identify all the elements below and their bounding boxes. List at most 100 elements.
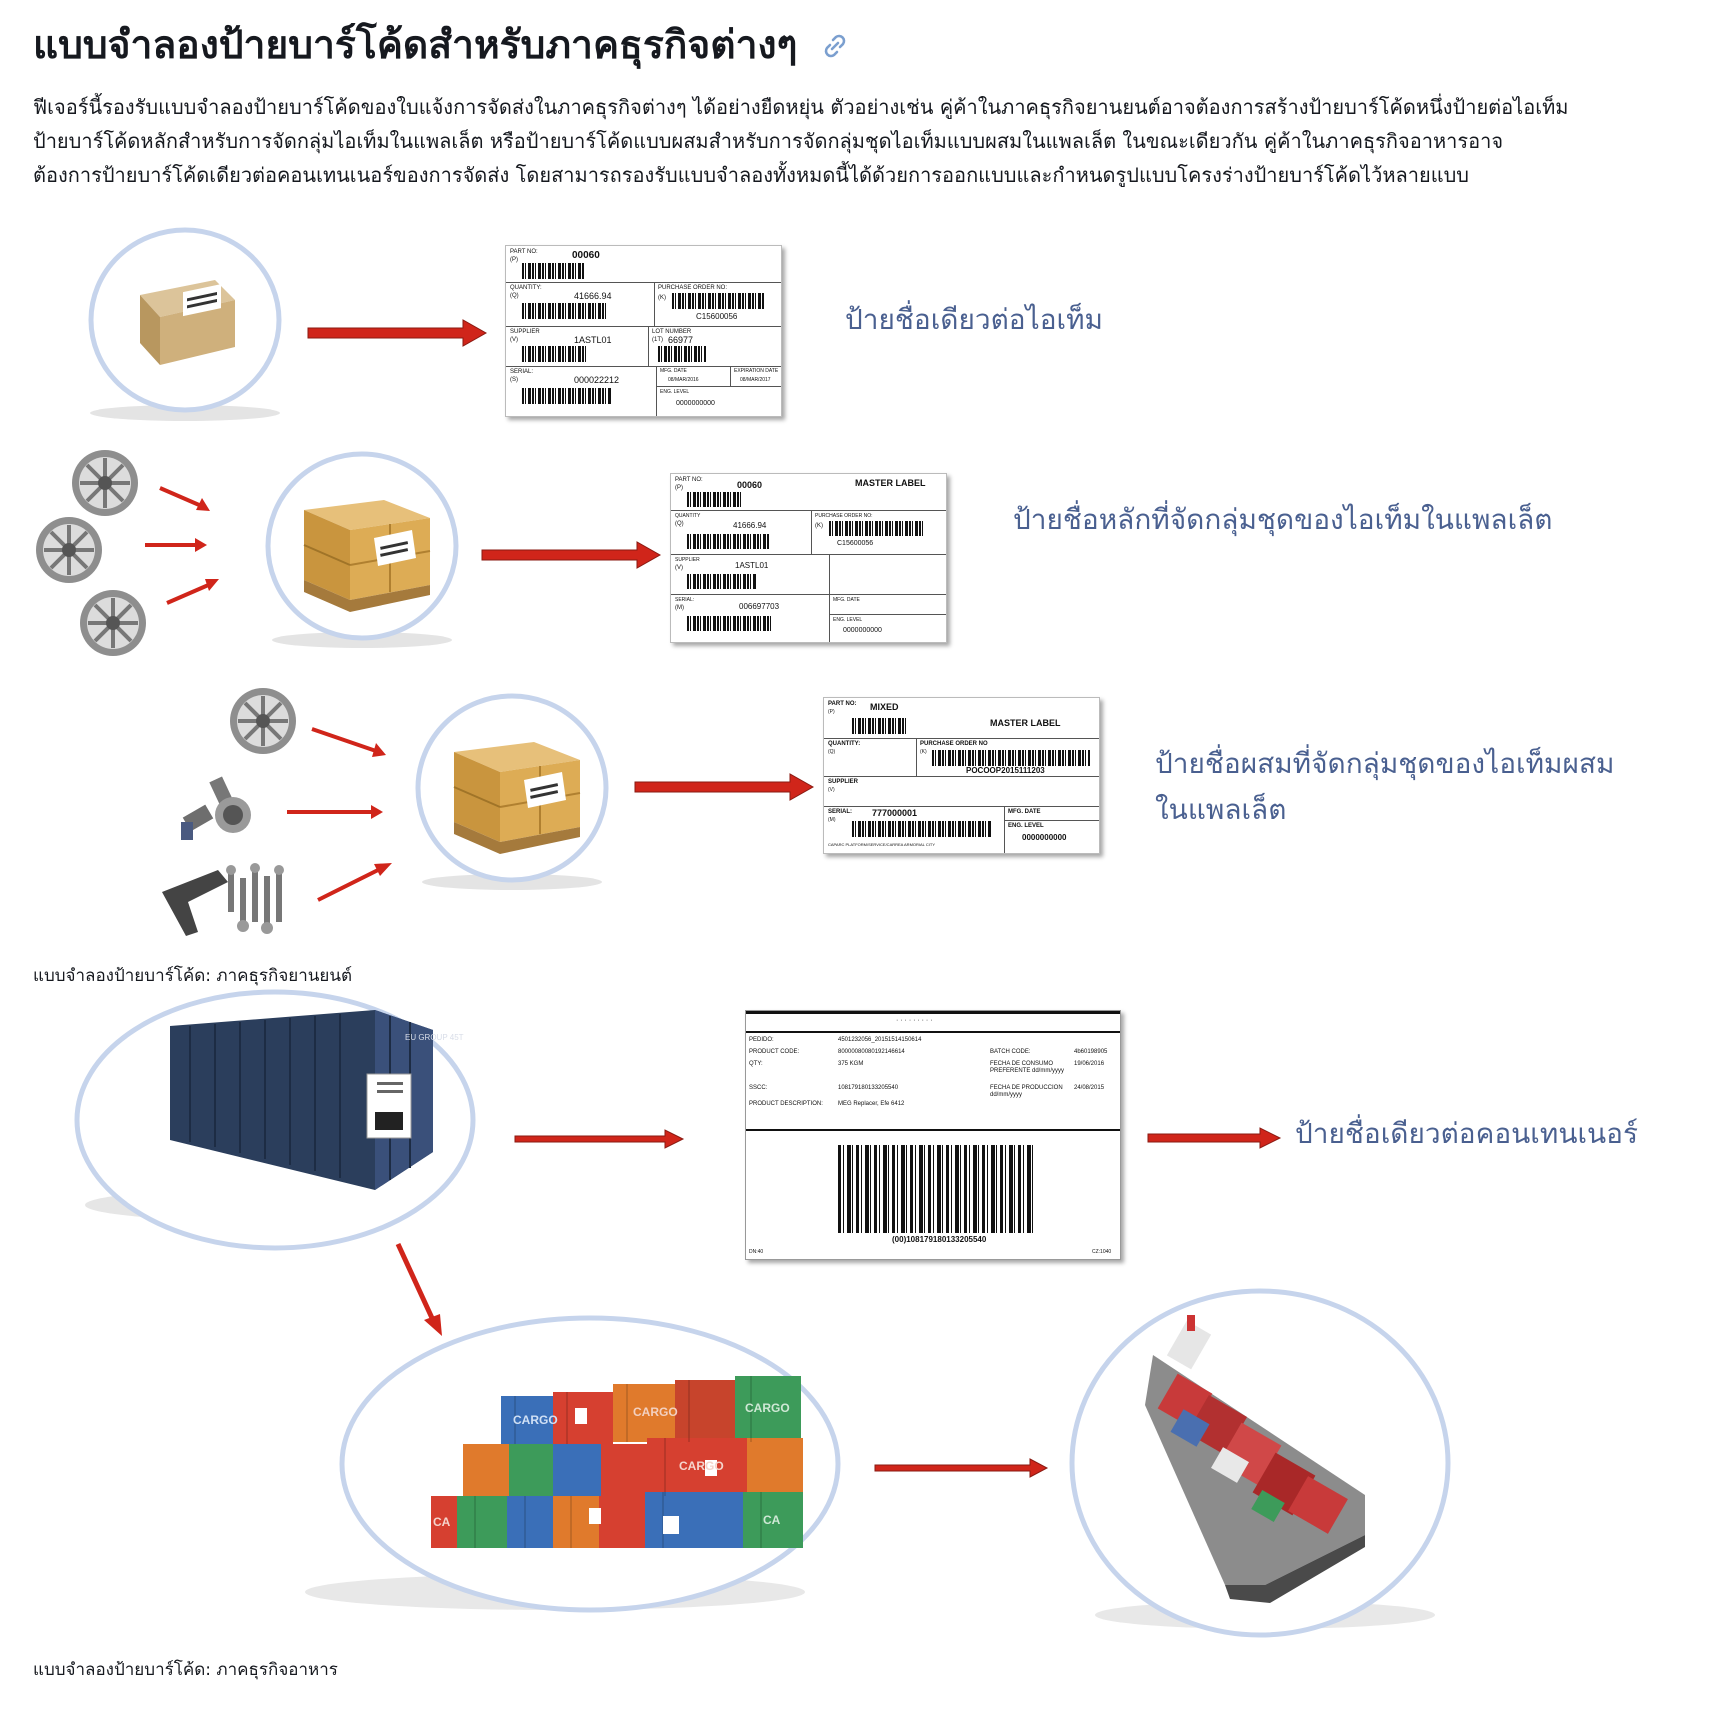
- small-arrow: [145, 538, 207, 552]
- label-field-header: PURCHASE ORDER NO:: [815, 513, 873, 519]
- barcode: [522, 303, 608, 319]
- label-part-no: MIXED: [870, 702, 899, 712]
- barcode: [932, 750, 1090, 766]
- row3-label-line1: ป้ายชื่อผสมที่จัดกลุ่มชุดของไอเท็มผสม: [1155, 747, 1615, 780]
- container-barcode-label: · · · · · · · · · PEDIDO: 4501232056_201…: [745, 1010, 1121, 1260]
- label-field-header: PURCHASE ORDER NO:: [658, 285, 728, 291]
- diagonal-arrow: [395, 1242, 442, 1336]
- barcode: [522, 388, 612, 404]
- pallet-boxes-circle: [415, 693, 609, 890]
- label-field-header: SERIAL:: [828, 809, 852, 815]
- label-field-qualifier: (K): [920, 749, 927, 755]
- small-arrow: [317, 863, 392, 902]
- intro-line-1: ฟีเจอร์นี้รองรับแบบจำลองป้ายบาร์โค้ดของใ…: [33, 95, 1569, 119]
- arrow: [514, 1129, 685, 1149]
- label-field-header: QTY:: [749, 1061, 763, 1067]
- item-box-circle: [88, 227, 282, 421]
- wheel-icon: [72, 450, 138, 516]
- wheel-icon: [36, 517, 102, 583]
- page-title-text: แบบจำลองป้ายบาร์โค้ดสำหรับภาคธุรกิจต่างๆ: [33, 23, 798, 68]
- label-exp-date: 08/MAR/2017: [740, 377, 771, 383]
- label-field-header: SERIAL:: [675, 597, 695, 603]
- label-barcode-text: (00)108179180133205540: [892, 1235, 987, 1244]
- label-field-header: MFG. DATE: [1008, 809, 1041, 815]
- label-field-header: SUPPLIER: [510, 329, 540, 335]
- label-field-qualifier: (P): [828, 709, 835, 715]
- label-eng-level: 0000000000: [676, 400, 715, 407]
- stack-text: CARGO: [745, 1401, 790, 1415]
- wheel-icon: [230, 688, 296, 754]
- label-field-header: PURCHASE ORDER NO: [920, 741, 988, 747]
- label-po-number: POCOOP2015111203: [966, 766, 1045, 775]
- label-eng-level: 0000000000: [843, 627, 882, 634]
- label-field-header: MFG. DATE: [660, 368, 687, 374]
- arrow: [874, 1458, 1049, 1478]
- label-field-qualifier: (P): [510, 257, 518, 263]
- label-field-header: PART NO:: [510, 249, 538, 255]
- wheel-icon: [80, 590, 146, 656]
- row3-label-line2: ในแพลเล็ต: [1155, 793, 1287, 826]
- auto-parts-icon: [162, 863, 284, 936]
- barcode: [672, 293, 764, 309]
- barcode: [838, 1145, 1034, 1233]
- label-field-qualifier: (M): [675, 605, 684, 611]
- label-quantity: 41666.94: [733, 521, 767, 530]
- label-field-header: QUANTITY:: [828, 741, 861, 747]
- stack-text: CARGO: [633, 1405, 678, 1419]
- intro-paragraph: ฟีเจอร์นี้รองรับแบบจำลองป้ายบาร์โค้ดของใ…: [33, 90, 1733, 192]
- arrow: [481, 541, 662, 569]
- label-po-number: C15600056: [696, 312, 738, 321]
- intro-line-3: ต้องการป้ายบาร์โค้ดเดียวต่อคอนเทนเนอร์ขอ…: [33, 163, 1469, 187]
- small-arrow: [311, 727, 386, 757]
- label-master-title: MASTER LABEL: [990, 718, 1061, 728]
- label-eng-level: 0000000000: [1022, 833, 1067, 842]
- label-field-header: PEDIDO:: [749, 1037, 774, 1043]
- barcode: [522, 263, 584, 279]
- stacked-containers-circle: CARGO CARGO CARGO CARGO CA CA: [305, 1315, 841, 1613]
- stack-text: CARGO: [679, 1459, 724, 1473]
- row2-label: ป้ายชื่อหลักที่จัดกลุ่มชุดของไอเท็มในแพล…: [1013, 503, 1553, 536]
- label-quantity: 375 KGM: [838, 1061, 864, 1067]
- barcode: [658, 346, 706, 362]
- label-top-code: · · · · · · · · ·: [896, 1017, 933, 1024]
- label-field-header: SSCC:: [749, 1085, 768, 1091]
- link-icon[interactable]: [821, 25, 849, 70]
- barcode: [829, 521, 923, 536]
- row1-label: ป้ายชื่อเดียวต่อไอเท็ม: [845, 303, 1103, 336]
- cargo-ship-circle: [1069, 1288, 1451, 1638]
- label-field-qualifier: (K): [658, 295, 666, 301]
- label-field-header: PRODUCT DESCRIPTION:: [749, 1101, 823, 1107]
- label-quantity: 41666.94: [574, 291, 612, 301]
- label-field-header: QUANTITY:: [510, 285, 542, 291]
- label-footer: CAPARC PLATFORM/SERVICE/CARREA ARMORIAL …: [828, 842, 935, 847]
- label-field-header: LOT NUMBER: [652, 329, 692, 335]
- label-batch: 4b60198905: [1074, 1049, 1108, 1055]
- label-field-header: QUANTITY: [675, 513, 701, 519]
- label-part-no: 00060: [737, 480, 763, 490]
- label-field-header: ENG. LEVEL: [1008, 823, 1044, 829]
- stack-text: CARGO: [513, 1413, 558, 1427]
- label-part-no: 00060: [572, 250, 600, 261]
- label-product-code: 80000080080192146614: [838, 1049, 905, 1055]
- barcode: [852, 718, 908, 734]
- label-field-qualifier: (V): [510, 337, 518, 343]
- label-consumo-date: 19/06/2016: [1074, 1061, 1105, 1067]
- label-foot-left: DN:40: [749, 1249, 764, 1255]
- label-field-header: PRODUCT CODE:: [749, 1049, 800, 1055]
- stack-text: CA: [763, 1513, 781, 1527]
- label-field-qualifier: (Q): [675, 521, 684, 527]
- label-field-qualifier: (Q): [510, 293, 519, 299]
- label-field-header: EXPIRATION DATE: [734, 368, 779, 374]
- label-po-number: C15600056: [837, 540, 874, 547]
- label-serial: 000022212: [574, 375, 620, 385]
- label-pedido: 4501232056_20151514150614: [838, 1037, 922, 1043]
- mixed-barcode-label: PART NO: (P) MIXED MASTER LABEL QUANTITY…: [823, 697, 1100, 854]
- pallet-boxes-circle: [265, 451, 459, 648]
- container-text: EU GROUP 45T: [405, 1033, 464, 1042]
- container-label-text: ป้ายชื่อเดียวต่อคอนเทนเนอร์: [1295, 1117, 1639, 1150]
- label-field-header: PART NO:: [828, 701, 857, 707]
- label-field-qualifier: (K): [815, 523, 823, 529]
- arrow: [1147, 1127, 1282, 1149]
- label-field-header: FECHA DE PRODUCCION dd/mm/yyyy: [990, 1085, 1063, 1098]
- small-arrow: [159, 486, 210, 511]
